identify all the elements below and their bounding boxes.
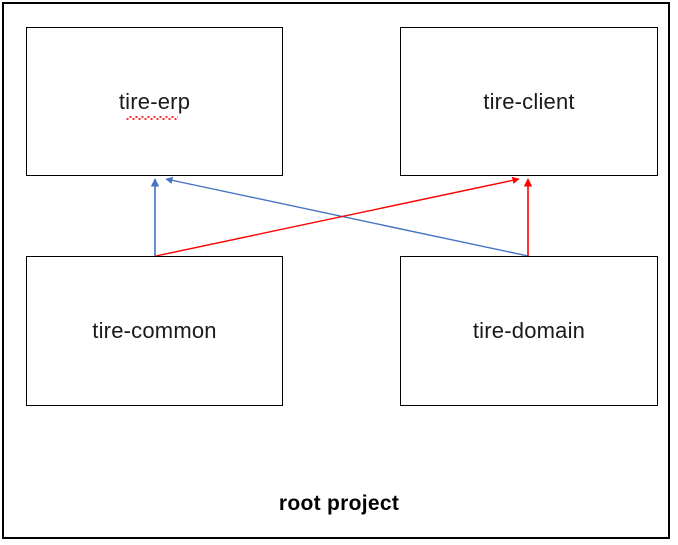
module-box-tire-erp[interactable]: tire-erp [26, 27, 283, 176]
root-project-frame [2, 2, 670, 539]
module-box-tire-domain[interactable]: tire-domain [400, 256, 658, 406]
module-label-tire-erp: tire-erp [118, 88, 191, 114]
module-label-tire-domain: tire-domain [472, 318, 586, 343]
module-label-tire-common: tire-common [92, 318, 217, 343]
root-project-caption: root project [278, 492, 400, 515]
module-label-tire-client: tire-client [483, 88, 575, 114]
module-box-tire-common[interactable]: tire-common [26, 256, 283, 406]
module-box-tire-client[interactable]: tire-client [400, 27, 658, 176]
